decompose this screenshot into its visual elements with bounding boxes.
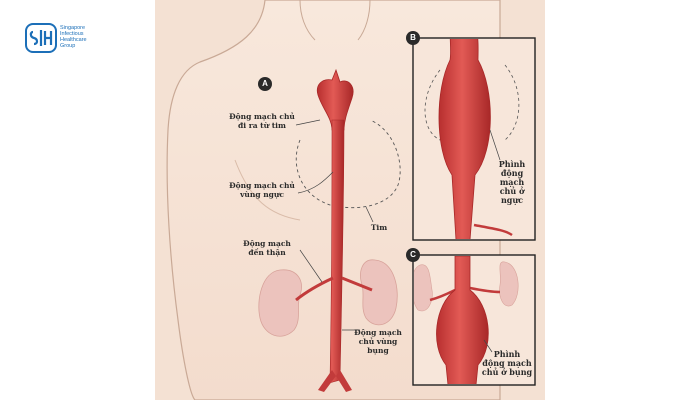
panel-c-leader [483, 339, 493, 353]
panel-b-heart-outline [424, 64, 520, 141]
panel-c-renal-right [469, 286, 501, 294]
brand-logo-icon [25, 23, 57, 53]
leader-heart [365, 206, 374, 223]
renal-artery-right [341, 276, 373, 292]
badge-c-circle [406, 248, 420, 262]
heart-outline [295, 119, 401, 208]
panel-c-kidney-right [499, 261, 519, 307]
panel-c-renal-left [429, 288, 456, 302]
label-ascending-aorta: Động mạch chủ đi ra từ tim [229, 112, 295, 130]
kidney-right [360, 259, 398, 326]
badge-c: C [410, 250, 416, 259]
neck-line [299, 0, 316, 41]
label-heart: Tim [370, 223, 388, 232]
badge-b-circle [406, 31, 420, 45]
aorta-bifurcation-left [318, 370, 336, 392]
logo-line: Healthcare [60, 37, 87, 43]
neck-line-right [357, 0, 371, 41]
panel-b-branch [473, 223, 513, 237]
badge-a-circle [258, 77, 272, 91]
panel-c-kidney-left [414, 264, 433, 312]
kidney-left [258, 269, 302, 337]
label-abdominal-aorta: Động mạch chủ vùng bụng [354, 328, 402, 355]
badge-b: B [410, 33, 416, 42]
renal-artery-left [295, 276, 334, 302]
label-renal-artery: Động mạch đến thận [243, 239, 291, 257]
leader-thoracic [297, 171, 334, 194]
aorta-arch [316, 68, 354, 131]
label-abdominal-aneurysm: Phình động mạch chủ ở bụng [481, 349, 533, 377]
leader-ascending [295, 119, 321, 126]
logo-line: Infectious [60, 31, 84, 37]
logo-line: Singapore [60, 25, 86, 31]
panel-c-aneurysm [436, 256, 489, 384]
aorta-bifurcation-right [336, 370, 352, 392]
panel-b-leader [489, 129, 501, 161]
panel-b-aneurysm [438, 39, 491, 239]
leader-renal [299, 249, 323, 283]
brand-logo-text: Singapore Infectious Healthcare Group [60, 25, 130, 49]
chest-line [234, 159, 301, 221]
label-thoracic-aorta: Động mạch chủ vùng ngực [229, 181, 295, 199]
label-thoracic-aneurysm: Phình động mạch chủ ở ngực [498, 159, 526, 205]
badge-a: A [262, 79, 268, 88]
logo-line: Group [60, 43, 76, 49]
